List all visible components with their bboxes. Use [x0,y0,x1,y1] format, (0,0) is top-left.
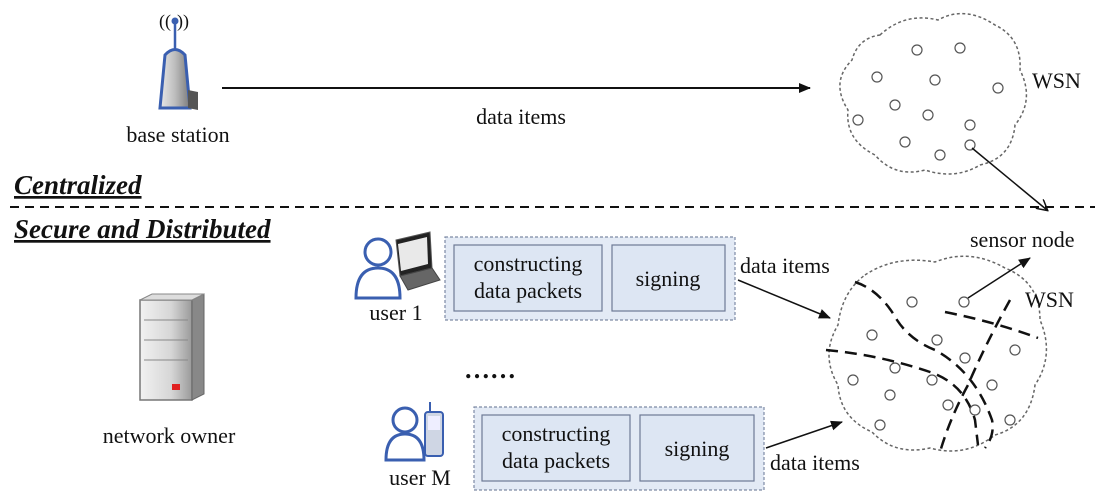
distributed-label: Secure and Distributed [14,214,271,244]
user-1-arrow-label: data items [740,253,830,278]
top-sensor-link [971,147,1047,210]
user-1-arrow [737,279,831,319]
user-1-icon [354,231,441,300]
server-icon [139,293,205,401]
led-indicator [172,384,180,390]
user-m-step1-line2: data packets [502,448,610,473]
user-m-label: user M [389,465,451,490]
user-m-arrow-label: data items [770,450,860,475]
sensor-node-label: sensor node [970,227,1074,252]
centralized-label: Centralized [14,170,142,200]
user-m-step2: signing [665,436,730,461]
user-1-step2: signing [636,266,701,291]
bottom-wsn-cloud [825,255,1048,453]
user-1-step1-line1: constructing [474,251,583,276]
bottom-sensor-link [967,257,1031,299]
top-wsn-cloud [839,12,1028,175]
base-station-label: base station [126,122,229,147]
network-owner-label: network owner [103,423,236,448]
more-users-ellipsis: …… [464,355,516,384]
user-1-label: user 1 [369,300,422,325]
user-m-icon [384,402,444,462]
laptop-icon [395,231,441,291]
user-1-step1-line2: data packets [474,278,582,303]
base-station-icon: ((·)) [158,11,198,110]
mobile-phone-icon [424,402,444,457]
top-arrow-label: data items [476,104,566,129]
top-wsn-label: WSN [1032,68,1081,93]
user-m-arrow [765,420,843,449]
user-m-process [473,406,765,491]
user-m-step1-line1: constructing [502,421,611,446]
user-1-process [444,236,736,321]
bottom-wsn-label: WSN [1025,287,1074,312]
